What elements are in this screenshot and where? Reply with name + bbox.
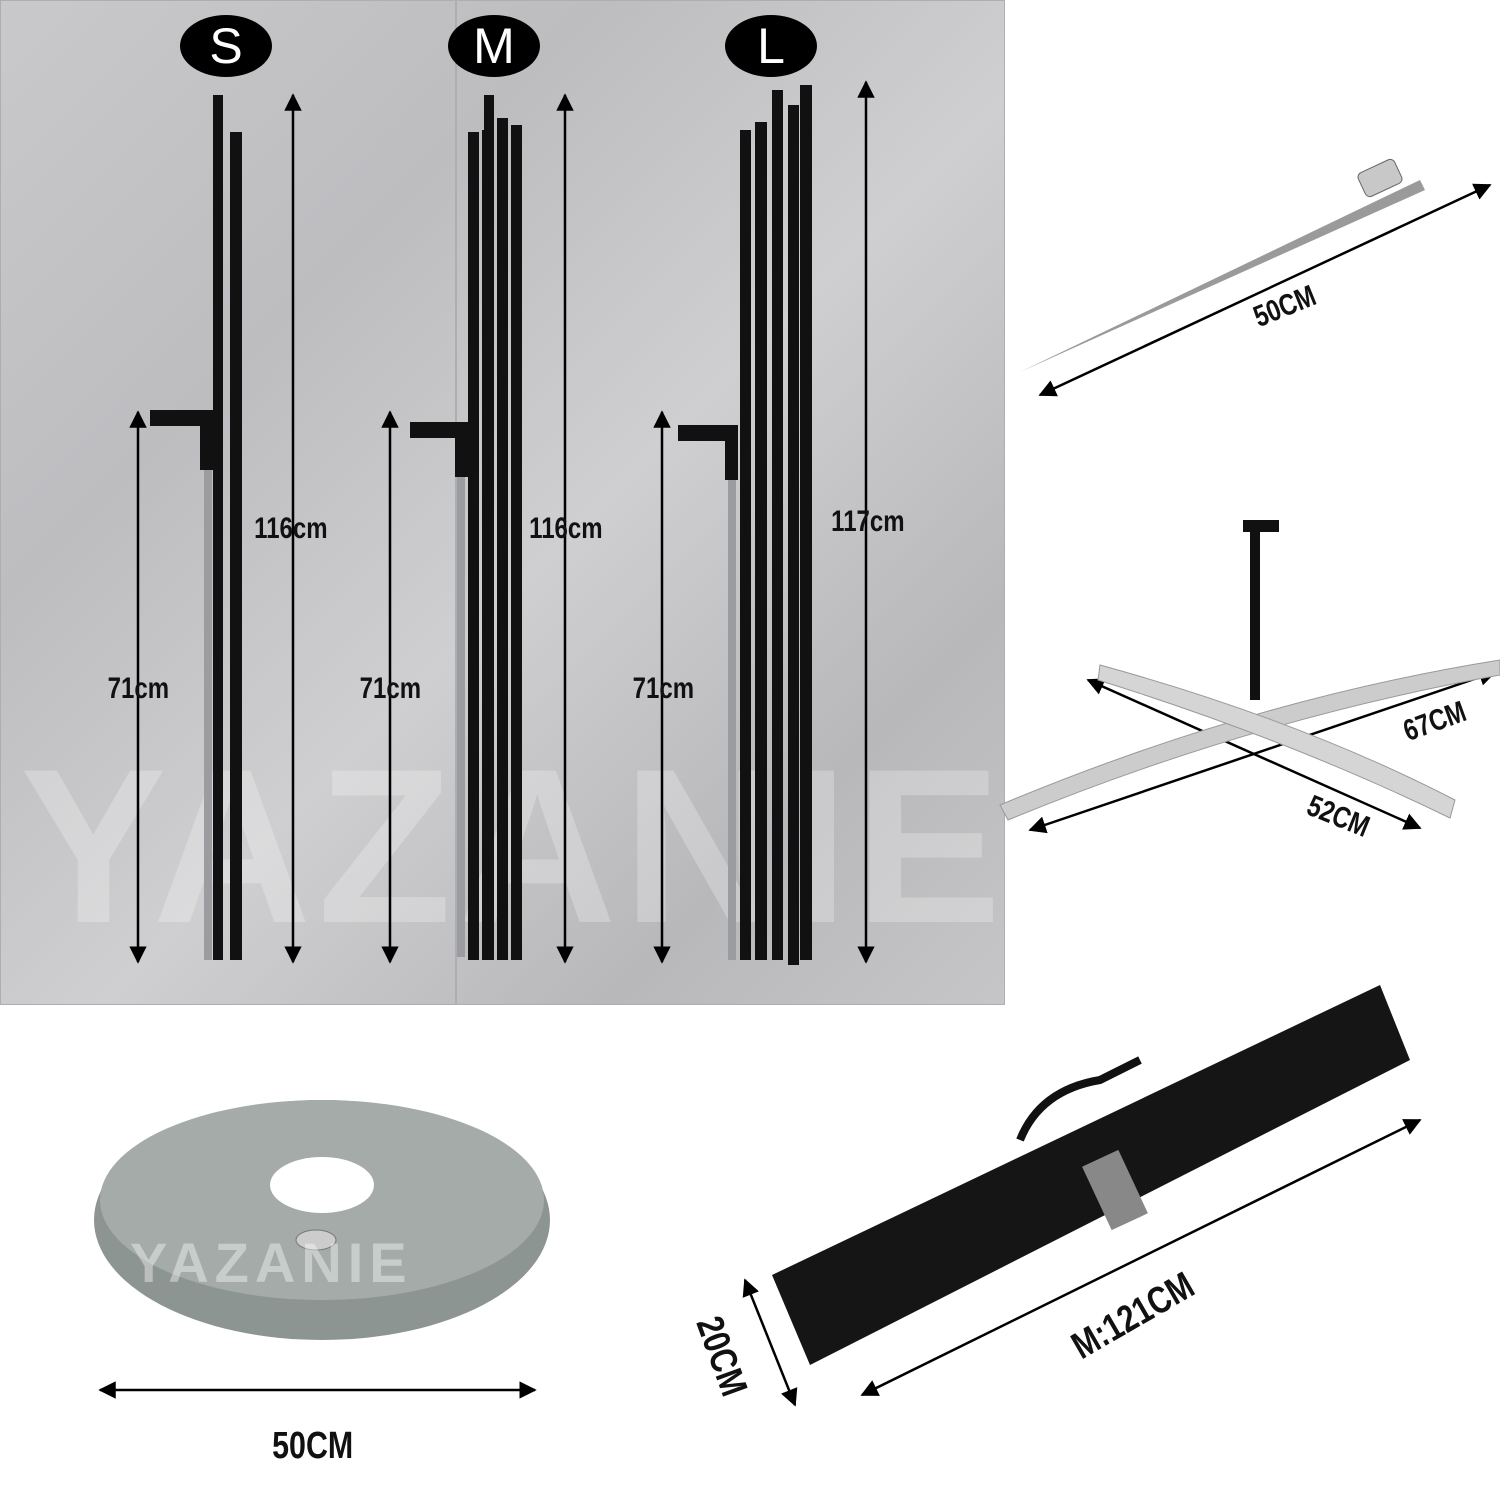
label-m-lower: 71cm [359,672,422,705]
label-l-total: 117cm [831,505,905,538]
floor-tile [455,0,1005,1005]
pole-set-s [150,95,242,960]
label-m-total: 116cm [529,512,603,545]
ground-spike [1020,158,1425,372]
water-weight-bag [94,1100,550,1340]
pole-set-l [678,85,812,965]
pole-set-m [410,95,522,960]
label-l-lower: 71cm [632,672,695,705]
size-badge-m: M [448,15,540,77]
label-s-total: 116cm [254,512,328,545]
dimension-arrows [98,80,1497,1407]
floor-tile [0,0,457,1005]
label-s-lower: 71cm [107,672,170,705]
carry-bag [772,985,1410,1365]
size-badge-l: L [725,15,817,77]
water-bag-label: 50CM [272,1425,354,1467]
bag-watermark: YAZANIE [130,1231,413,1294]
cross-base [999,520,1500,821]
watermark: YAZANIE [20,720,1007,973]
size-badge-s: S [180,15,272,77]
